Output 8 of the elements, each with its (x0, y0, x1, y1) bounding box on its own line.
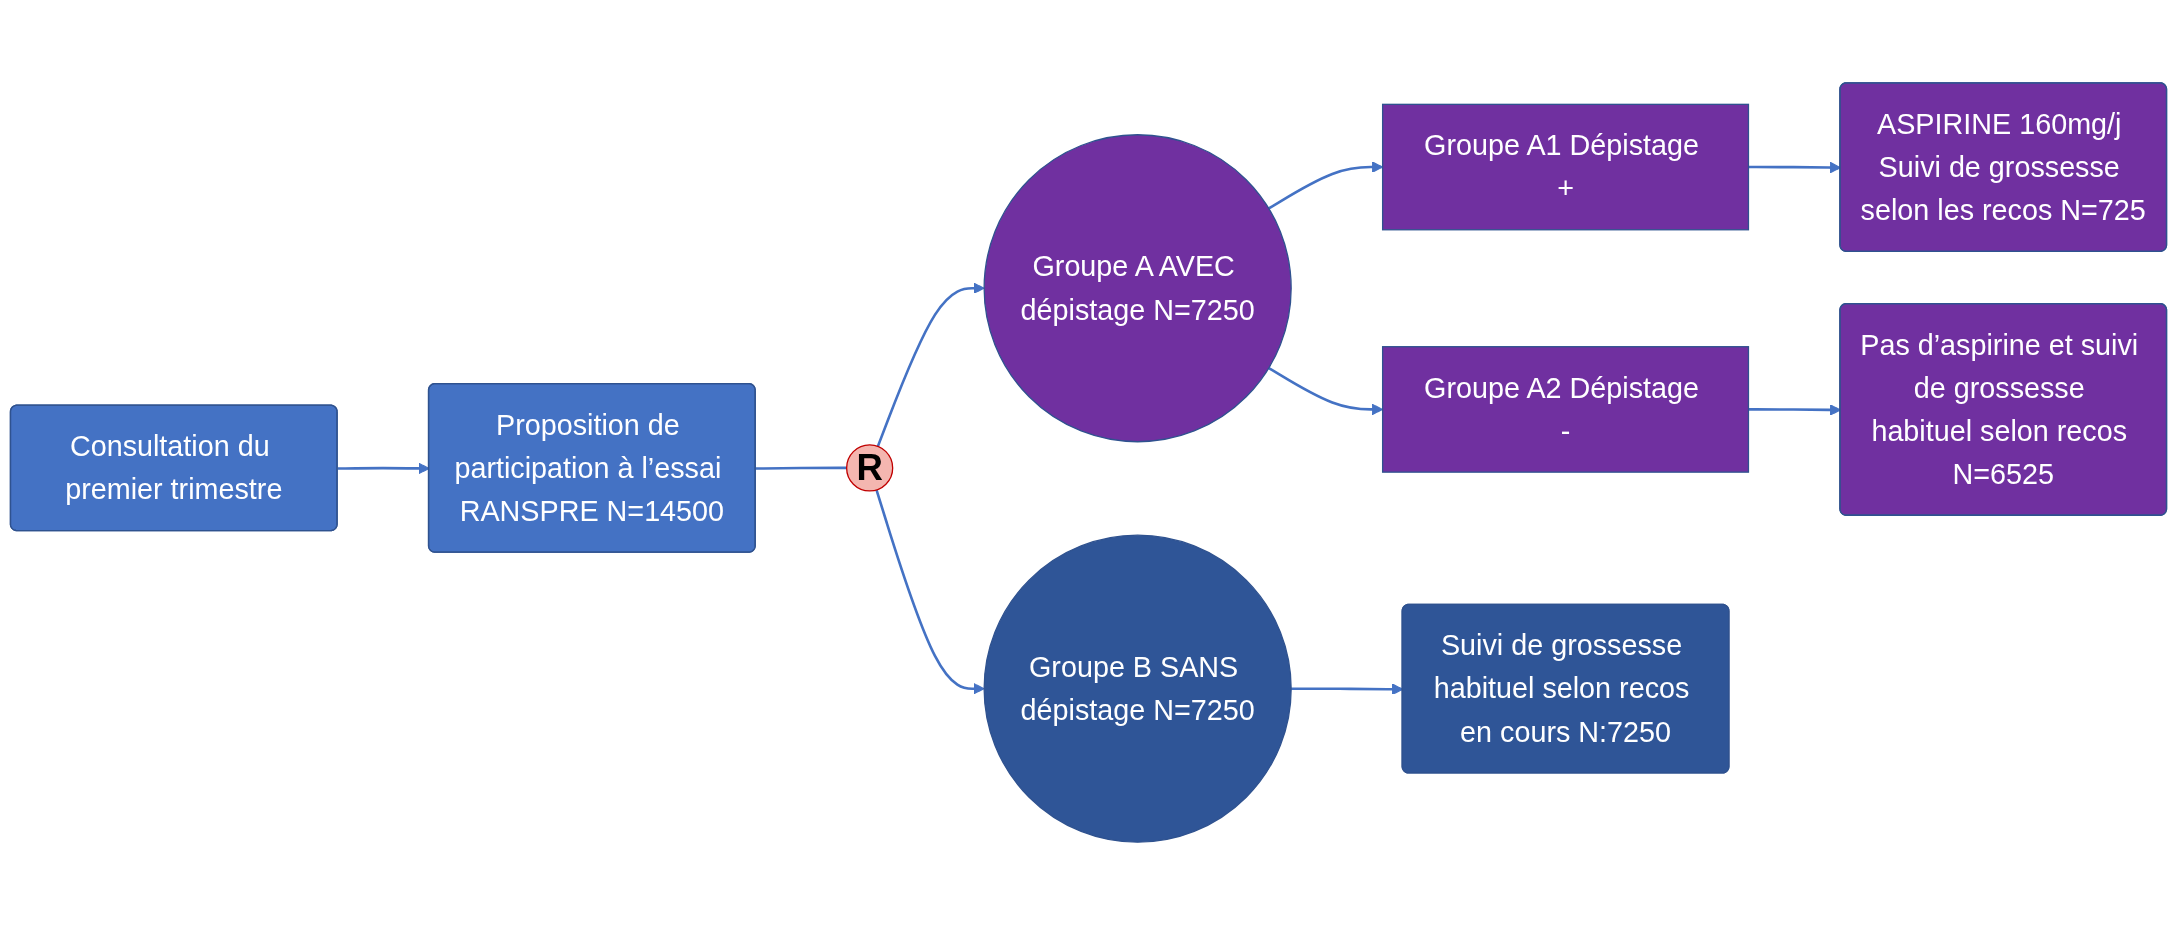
node-box: Groupe A2 Dépistage - (1381, 346, 1750, 473)
node-circle: R (846, 444, 894, 492)
node-circle: Groupe B SANS dépistage N=7250 (983, 534, 1292, 843)
connector (755, 466, 847, 470)
arrow (875, 489, 985, 695)
node-box: Groupe A1 Dépistage + (1381, 103, 1750, 231)
arrow (876, 282, 985, 447)
node-circle: Groupe A AVEC dépistage N=7250 (983, 134, 1292, 443)
